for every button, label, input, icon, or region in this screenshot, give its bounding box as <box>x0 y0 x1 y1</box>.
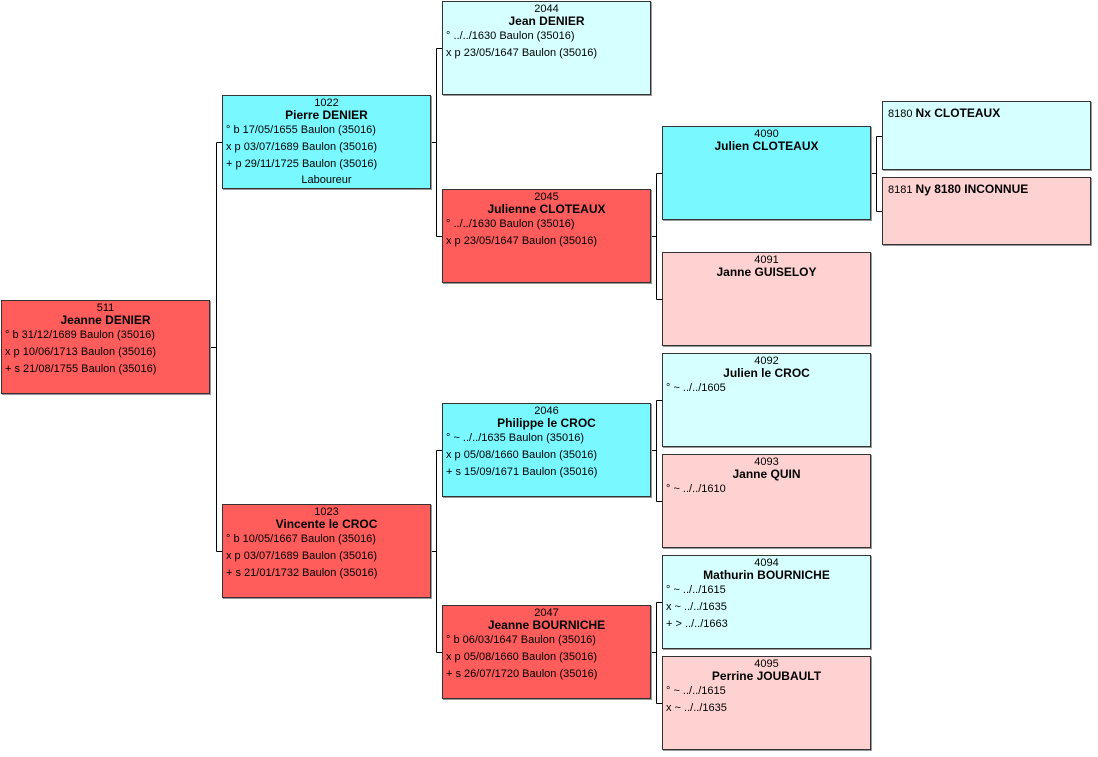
sosa-number: 4095 <box>754 658 779 670</box>
life-event: ° ../../1630 Baulon (35016) <box>446 218 575 230</box>
person-name: Mathurin BOURNICHE <box>703 568 830 582</box>
life-event: x p 05/08/1660 Baulon (35016) <box>446 449 598 461</box>
life-event: x p 10/06/1713 Baulon (35016) <box>5 346 157 358</box>
life-event: x p 23/05/1647 Baulon (35016) <box>446 47 598 59</box>
connector-1023 <box>431 450 442 653</box>
life-event: ° ~ ../../1610 <box>666 483 726 495</box>
sosa-number: 2046 <box>534 405 559 417</box>
life-event: + > ../../1663 <box>666 618 728 630</box>
sosa-number: 511 <box>96 302 115 314</box>
sosa-number: 2044 <box>534 3 559 15</box>
person-name: Julienne CLOTEAUX <box>487 202 606 216</box>
person-name: Julien CLOTEAUX <box>714 139 819 153</box>
person-name: Julien le CROC <box>723 366 810 380</box>
life-event: + s 26/07/1720 Baulon (35016) <box>446 668 598 680</box>
life-event: + s 21/08/1755 Baulon (35016) <box>5 363 157 375</box>
person-box-8180[interactable]: 8180 Nx CLOTEAUX <box>882 101 1091 170</box>
life-event: x ~ ../../1635 <box>666 702 727 714</box>
connector-2046 <box>651 400 662 502</box>
life-event: ° ~ ../../1615 <box>666 584 726 596</box>
life-event: ° b 10/05/1667 Baulon (35016) <box>226 533 376 545</box>
person-name: Ny 8180 INCONNUE <box>915 182 1029 196</box>
life-event: ° b 06/03/1647 Baulon (35016) <box>446 634 596 646</box>
person-name: Janne QUIN <box>732 467 801 481</box>
person-header: 8181 Ny 8180 INCONNUE <box>888 182 1085 196</box>
life-event: ° ../../1630 Baulon (35016) <box>446 30 575 42</box>
sosa-number: 4094 <box>754 557 779 569</box>
life-event: ° ~ ../../1605 <box>666 382 726 394</box>
person-name: Jeanne DENIER <box>60 313 151 327</box>
person-name: Jeanne BOURNICHE <box>487 618 606 632</box>
person-name: Perrine JOUBAULT <box>711 669 822 683</box>
sosa-number: 4091 <box>754 254 779 266</box>
life-event: + s 15/09/1671 Baulon (35016) <box>446 466 598 478</box>
person-name: Jean DENIER <box>508 14 585 28</box>
sosa-number: 1022 <box>314 97 339 109</box>
sosa-number: 8181 <box>888 184 913 196</box>
person-name: Janne GUISELOY <box>716 265 817 279</box>
sosa-number: 4092 <box>754 355 779 367</box>
life-event: x p 05/08/1660 Baulon (35016) <box>446 651 598 663</box>
life-event: x ~ ../../1635 <box>666 601 727 613</box>
connector-2047 <box>651 602 662 704</box>
life-event: x p 23/05/1647 Baulon (35016) <box>446 235 598 247</box>
life-event: + s 21/01/1732 Baulon (35016) <box>226 567 378 579</box>
life-event: x p 03/07/1689 Baulon (35016) <box>226 550 378 562</box>
sosa-number: 2047 <box>534 607 559 619</box>
person-name: Philippe le CROC <box>497 416 596 430</box>
sosa-number: 4090 <box>754 128 779 140</box>
person-name: Pierre DENIER <box>285 108 368 122</box>
life-event: + p 29/11/1725 Baulon (35016) <box>226 158 378 170</box>
connector-511 <box>210 142 222 552</box>
sosa-number: 2045 <box>534 191 559 203</box>
sosa-number: 1023 <box>314 506 339 518</box>
connector-2045 <box>651 173 662 300</box>
person-name: Vincente le CROC <box>275 517 378 531</box>
life-event: ° b 17/05/1655 Baulon (35016) <box>226 124 376 136</box>
sosa-number: 4093 <box>754 456 779 468</box>
life-event: ° ~ ../../1615 <box>666 685 726 697</box>
life-event: ° ~ ../../1635 Baulon (35016) <box>446 432 585 444</box>
person-header: 8180 Nx CLOTEAUX <box>888 106 1085 120</box>
person-name: Nx CLOTEAUX <box>915 106 1001 120</box>
connector-1022 <box>431 48 442 237</box>
connector-4090 <box>871 136 882 212</box>
sosa-number: 8180 <box>888 108 913 120</box>
life-event: x p 03/07/1689 Baulon (35016) <box>226 141 378 153</box>
person-box-8181[interactable]: 8181 Ny 8180 INCONNUE <box>882 177 1091 245</box>
occupation: Laboureur <box>301 174 352 186</box>
life-event: ° b 31/12/1689 Baulon (35016) <box>5 329 155 341</box>
